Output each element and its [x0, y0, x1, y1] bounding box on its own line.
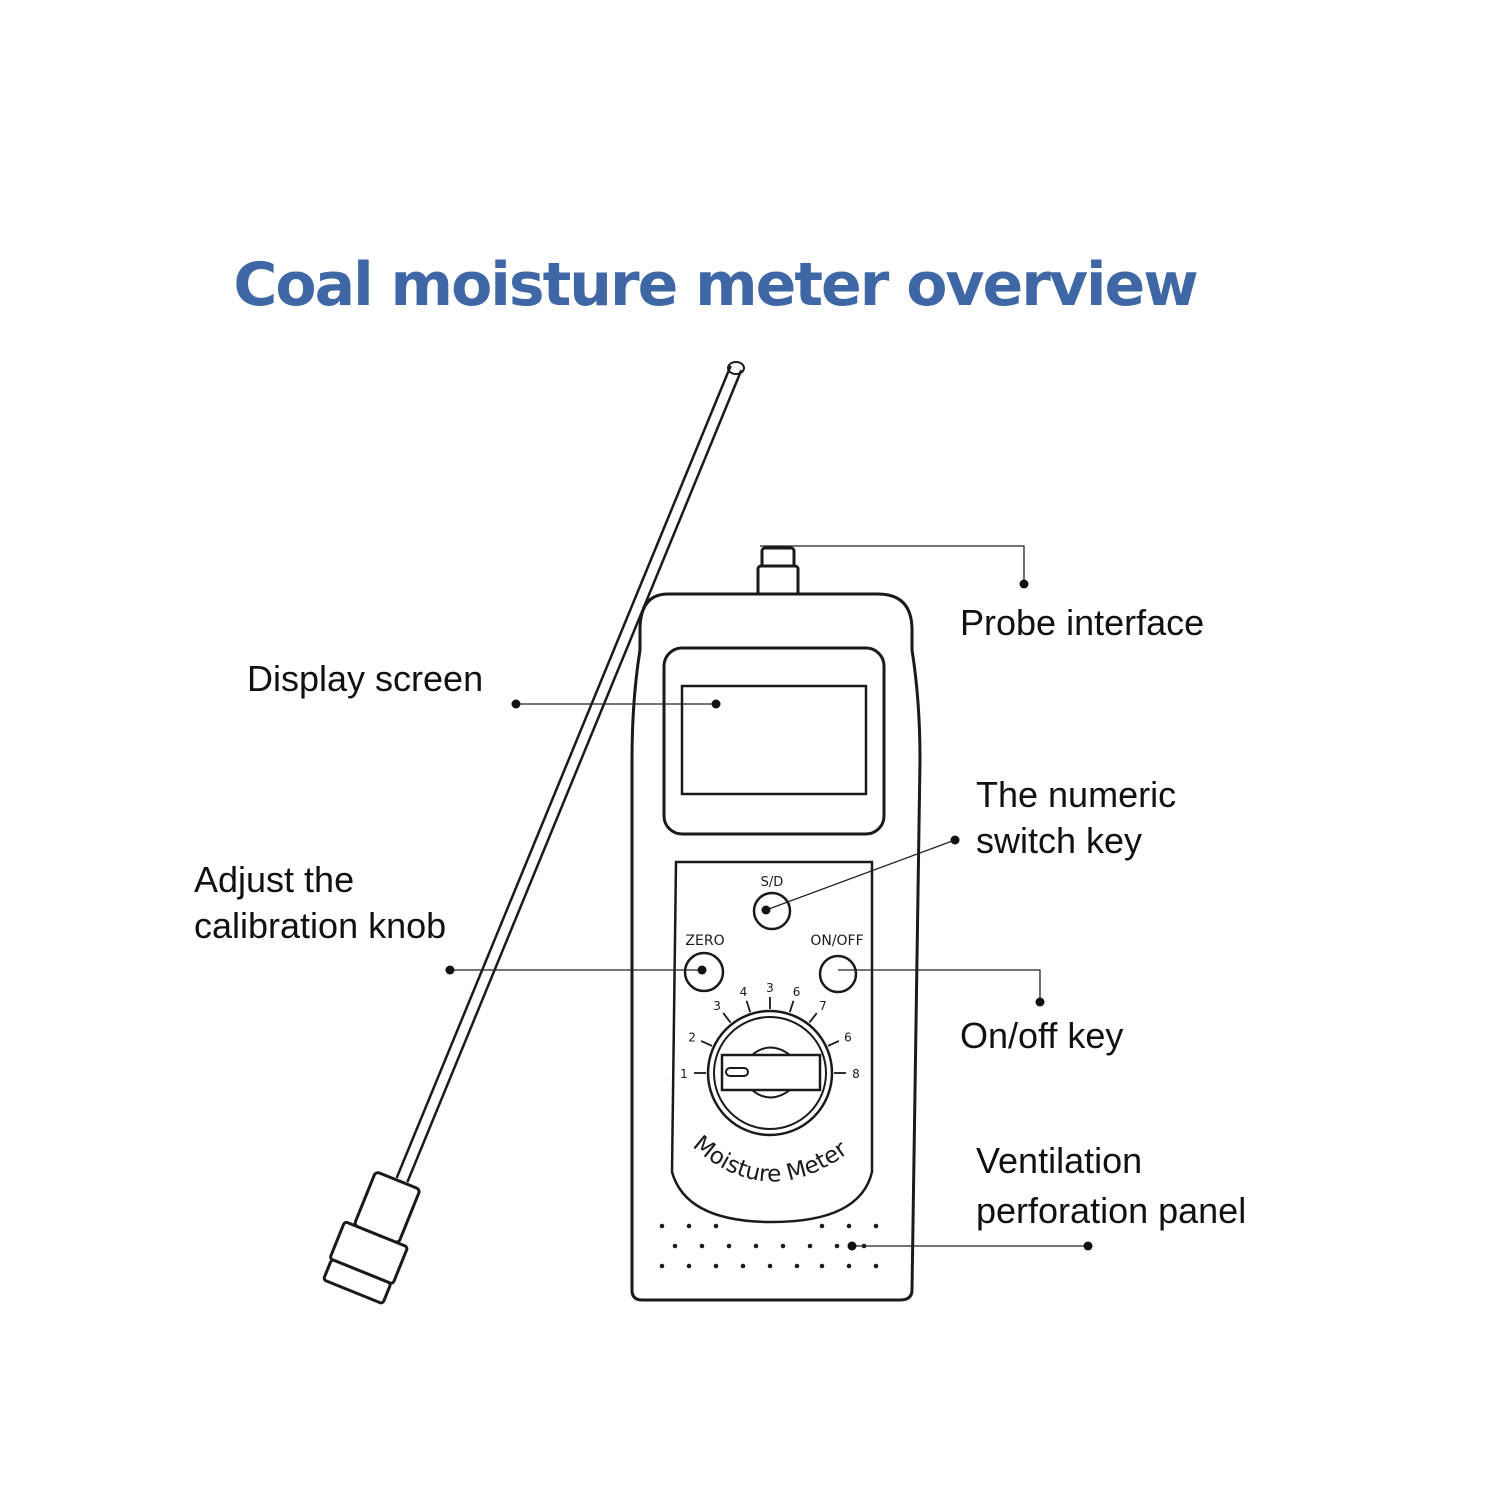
dial-number: 3: [713, 999, 721, 1013]
label-on-off-key: On/off key: [960, 1013, 1123, 1059]
vent-hole: [740, 1263, 746, 1269]
vent-hole: [794, 1263, 800, 1269]
label-calibration-knob-line2: calibration knob: [194, 905, 447, 946]
dial-tick: [827, 1040, 840, 1047]
dial-tick: [788, 1000, 795, 1013]
label-calibration-knob: Adjust the calibration knob: [194, 857, 446, 949]
vent-hole: [713, 1263, 719, 1269]
label-numeric-switch-key-line1: The numeric: [976, 774, 1177, 815]
vent-hole: [873, 1263, 879, 1269]
zero-button-label: ZERO: [685, 933, 724, 949]
vent-hole: [780, 1243, 786, 1249]
vent-hole: [819, 1263, 825, 1269]
vent-hole: [819, 1223, 825, 1229]
label-ventilation-panel-line1: Ventilation: [976, 1140, 1143, 1181]
dial-tick: [700, 1040, 713, 1047]
vent-hole: [672, 1243, 678, 1249]
vent-hole: [834, 1243, 840, 1249]
dial-ticks: 1 2 3 4 3 6 7 6 8: [680, 981, 860, 1081]
vent-hole: [659, 1263, 665, 1269]
dial-tick: [722, 1012, 732, 1024]
label-probe-interface-text: Probe interface: [960, 602, 1205, 643]
probe-connector: [756, 546, 800, 598]
label-numeric-switch-key-line2: switch key: [976, 820, 1143, 861]
vent-hole: [726, 1243, 732, 1249]
leader-lines: [445, 545, 1093, 1251]
vent-hole: [686, 1223, 692, 1229]
vent-hole: [686, 1263, 692, 1269]
label-display-screen: Display screen: [247, 656, 483, 702]
dial-tick: [808, 1012, 818, 1024]
vent-hole: [807, 1243, 813, 1249]
vent-hole: [699, 1243, 705, 1249]
label-ventilation-panel: Ventilation perforation panel: [976, 1136, 1246, 1236]
label-on-off-key-text: On/off key: [960, 1015, 1124, 1056]
ventilation-holes: [659, 1223, 879, 1269]
dial-number: 6: [844, 1031, 852, 1045]
label-display-screen-text: Display screen: [247, 658, 484, 699]
vent-hole: [846, 1223, 852, 1229]
sd-button[interactable]: [752, 891, 792, 931]
dial-tick: [745, 1000, 752, 1013]
dial-number: 6: [793, 985, 801, 999]
label-numeric-switch-key: The numeric switch key: [976, 772, 1176, 864]
display-screen: [680, 684, 868, 796]
page-title: Coal moisture meter overview: [233, 250, 1198, 320]
dial-number: 4: [740, 985, 748, 999]
vent-hole: [846, 1263, 852, 1269]
label-probe-interface: Probe interface: [960, 600, 1204, 646]
probe-rod: [322, 361, 745, 1305]
calibration-dial[interactable]: 1 2 3 4 3 6 7 6 8: [680, 981, 860, 1137]
vent-hole: [713, 1223, 719, 1229]
vent-hole: [753, 1243, 759, 1249]
vent-hole: [873, 1223, 879, 1229]
label-ventilation-panel-line2: perforation panel: [976, 1190, 1247, 1231]
control-panel: [670, 860, 874, 1224]
dial-number: 1: [680, 1067, 688, 1081]
onoff-button[interactable]: [818, 954, 858, 994]
dial-number: 7: [819, 999, 827, 1013]
label-calibration-knob-line1: Adjust the: [194, 859, 355, 900]
dial-number: 3: [766, 981, 774, 995]
onoff-button-label: ON/OFF: [810, 933, 863, 949]
vent-hole: [659, 1223, 665, 1229]
vent-hole: [767, 1263, 773, 1269]
screen-bezel: [662, 646, 886, 836]
sd-button-label: S/D: [761, 875, 784, 890]
dial-number: 2: [688, 1031, 696, 1045]
dial-number: 8: [852, 1067, 860, 1081]
